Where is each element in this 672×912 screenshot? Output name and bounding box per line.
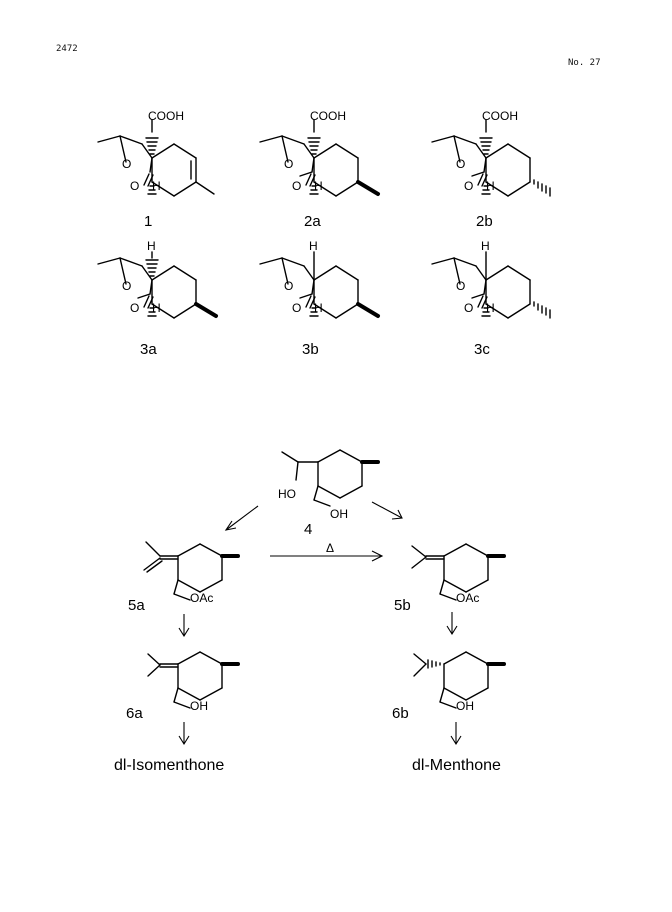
compound-5a: OAc 5a <box>128 541 240 614</box>
atom-label: OAc <box>456 591 479 605</box>
atom-label: H <box>486 179 495 193</box>
atom-label: O <box>464 301 473 315</box>
atom-label: O <box>284 157 293 171</box>
atom-label: H <box>486 301 495 315</box>
compound-label: 2a <box>304 213 321 230</box>
atom-label: O <box>130 301 139 315</box>
atom-label: O <box>122 279 131 293</box>
atom-label: COOH <box>310 109 346 123</box>
compound-3a: H O O H 3a <box>97 239 218 358</box>
compound-label: 4 <box>304 521 312 538</box>
product-menthone: dl-Menthone <box>412 757 501 774</box>
compound-6a: OH 6a <box>126 651 240 722</box>
compound-5b: OAc 5b <box>394 543 506 614</box>
atom-label: O <box>292 301 301 315</box>
compound-label: 2b <box>476 213 493 230</box>
atom-label: O <box>456 279 465 293</box>
atom-label: H <box>314 179 323 193</box>
atom-label: H <box>309 239 318 253</box>
atom-label: H <box>147 239 156 253</box>
atom-label: H <box>152 179 161 193</box>
compound-1: COOH O O H 1 <box>97 109 215 230</box>
compound-label: 3c <box>474 341 490 358</box>
atom-label: O <box>464 179 473 193</box>
atom-label: O <box>130 179 139 193</box>
compound-label: 5b <box>394 597 411 614</box>
compound-3c: H O O H 3c <box>431 239 551 358</box>
atom-label: O <box>456 157 465 171</box>
issue-number: No. 27 <box>568 58 601 68</box>
heat-symbol: Δ <box>326 541 334 555</box>
atom-label: H <box>152 301 161 315</box>
atom-label: OH <box>190 699 208 713</box>
compound-label: 6b <box>392 705 409 722</box>
arrow-4-to-5a <box>225 505 259 531</box>
atom-label: OH <box>456 699 474 713</box>
compound-label: 6a <box>126 705 143 722</box>
product-isomenthone: dl-Isomenthone <box>114 757 224 774</box>
atom-label: COOH <box>482 109 518 123</box>
atom-label: OAc <box>190 591 213 605</box>
compound-label: 1 <box>144 213 152 230</box>
compound-6b: OH 6b <box>392 651 506 722</box>
atom-label: HO <box>278 487 296 501</box>
arrow-4-to-5b <box>371 501 403 519</box>
atom-label: O <box>122 157 131 171</box>
atom-label: H <box>314 301 323 315</box>
group-cooh: COOH <box>148 109 184 123</box>
compound-3b: H O O H 3b <box>259 239 380 358</box>
atom-label: O <box>292 179 301 193</box>
atom-label: O <box>284 279 293 293</box>
compound-label: 5a <box>128 597 145 614</box>
compound-4: HO OH 4 <box>278 449 380 538</box>
compound-2a: COOH O O H 2a <box>259 109 380 230</box>
compound-2b: COOH O O H 2b <box>431 109 551 230</box>
compound-label: 3b <box>302 341 319 358</box>
atom-label: OH <box>330 507 348 521</box>
page-number: 2472 <box>56 44 78 54</box>
atom-label: H <box>481 239 490 253</box>
compound-label: 3a <box>140 341 157 358</box>
